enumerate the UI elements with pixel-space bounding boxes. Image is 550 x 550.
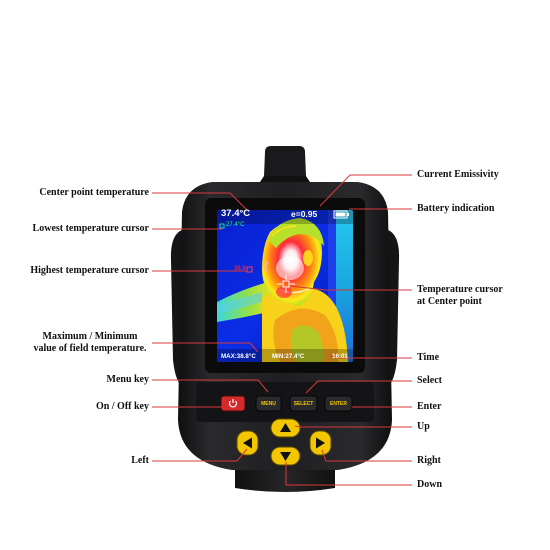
power-icon [228,399,238,408]
label-battery-indication: Battery indication [417,203,495,214]
label-on-off-key: On / Off key [95,401,149,412]
center-crosshair-icon [277,275,295,293]
leader-center-point [152,192,248,211]
right-button [309,430,332,456]
label-temp-cursor-line1: Temperature cursor [417,284,503,295]
highest-temp-readout: 38.8 [234,266,246,272]
label-enter: Enter [417,401,442,412]
leader-menu [152,379,269,393]
label-center-point-temperature: Center point temperature [39,187,149,198]
leader-time [329,355,412,359]
label-select: Select [417,375,442,386]
label-temp-cursor-line2: at Center point [417,296,482,307]
select-button [289,395,318,412]
label-current-emissivity: Current Emissivity [417,169,499,180]
control-panel [196,382,374,422]
leader-maxmin [152,342,259,353]
up-button [270,418,301,438]
thermal-image [217,210,353,362]
down-button [270,446,301,466]
left-button [236,430,259,456]
label-left: Left [131,455,149,466]
leader-right [321,449,412,462]
label-lowest-temperature-cursor: Lowest temperature cursor [32,223,149,234]
up-arrow-icon [280,423,291,432]
leader-down [285,462,412,486]
label-up: Up [417,421,430,432]
lens-housing [264,146,306,176]
max-temp-readout: MAX:38.8°C [221,353,256,360]
emissivity-readout: e=0.95 [291,209,318,219]
menu-button [255,395,282,412]
label-max-min-line1: Maximum / Minimum [42,331,138,342]
right-arrow-icon [316,437,325,449]
min-temp-readout: MIN:27.4°C [272,353,305,360]
down-arrow-icon [280,452,291,461]
leader-lines [152,174,412,486]
battery-icon [333,210,349,219]
leader-emissivity [319,174,412,207]
left-arrow-icon [243,437,252,449]
enter-key-label[interactable]: ENTER [330,401,347,407]
enter-button [324,395,353,412]
label-highest-temperature-cursor: Highest temperature cursor [30,265,149,276]
leader-up [294,425,412,428]
low-cursor-icon [219,223,225,229]
label-right: Right [417,455,441,466]
dpad [236,418,332,466]
lowest-temp-readout: 27.4°C [226,222,245,228]
power-button [220,395,246,412]
leader-left [152,448,248,462]
center-temp-readout: 37.4°C [221,208,251,219]
label-menu-key: Menu key [106,374,150,385]
label-down: Down [417,479,443,490]
leader-select [305,380,412,394]
label-time: Time [417,352,440,363]
menu-key-label[interactable]: MENU [261,401,276,407]
time-readout: 16:01 [332,353,348,360]
select-key-label[interactable]: SELECT [293,401,314,407]
leader-temp-cursor [289,285,412,291]
label-max-min-line2: value of field temperature. [33,343,147,354]
high-cursor-icon [246,266,253,273]
